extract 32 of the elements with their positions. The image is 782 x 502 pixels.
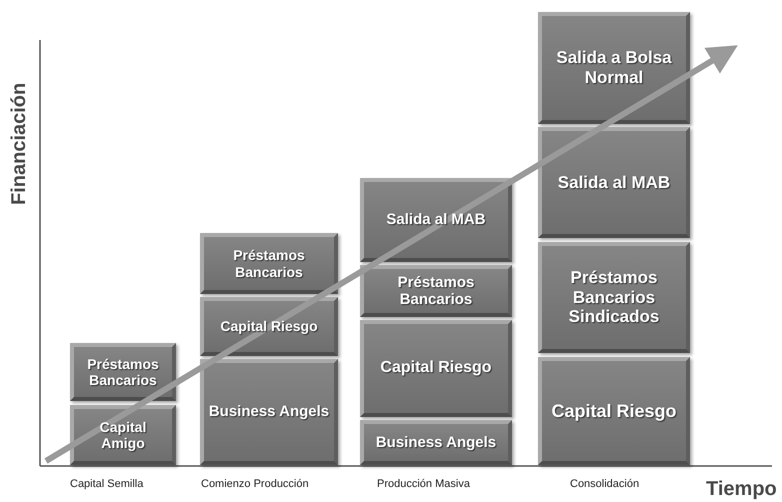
- stacked-block: [538, 242, 690, 353]
- stacked-block: [360, 265, 512, 317]
- stacked-block: [200, 233, 338, 294]
- stacked-block: [538, 12, 690, 124]
- stage-label: Comienzo Producción: [201, 478, 309, 490]
- stacked-block: [538, 357, 690, 465]
- stacked-block: [538, 127, 690, 238]
- block-label: Business Angels: [374, 434, 498, 452]
- block-label: Business Angels: [208, 403, 330, 421]
- block-label: Salida al MAB: [556, 172, 672, 192]
- block-label: Salida al MAB: [385, 211, 487, 229]
- block-label: Capital Riesgo: [379, 359, 493, 378]
- stacked-block: [200, 359, 338, 465]
- stage-label: Capital Semilla: [70, 478, 144, 490]
- block-label: Préstamos Bancarios Sindicados: [568, 268, 660, 327]
- block-label: Capital Amigo: [98, 418, 148, 452]
- axis-title: Financiación: [8, 82, 31, 205]
- block-label: Capital Riesgo: [219, 318, 319, 335]
- stacked-block: [70, 343, 176, 401]
- stage-label: Producción Masiva: [377, 478, 470, 490]
- stage-label: Consolidación: [570, 478, 640, 490]
- block-label: Préstamos Bancarios: [396, 274, 476, 308]
- stacked-block: [70, 405, 176, 465]
- axis-title: Tiempo: [706, 478, 777, 501]
- block-label: Salida a Bolsa Normal: [555, 48, 673, 88]
- block-label: Capital Riesgo: [550, 400, 678, 422]
- stacked-block: [360, 320, 512, 417]
- block-label: Préstamos Bancarios: [232, 247, 306, 280]
- stacked-block: [360, 178, 512, 262]
- stacked-block: [200, 297, 338, 356]
- block-label: Préstamos Bancarios: [86, 356, 160, 388]
- stacked-block: [360, 420, 512, 465]
